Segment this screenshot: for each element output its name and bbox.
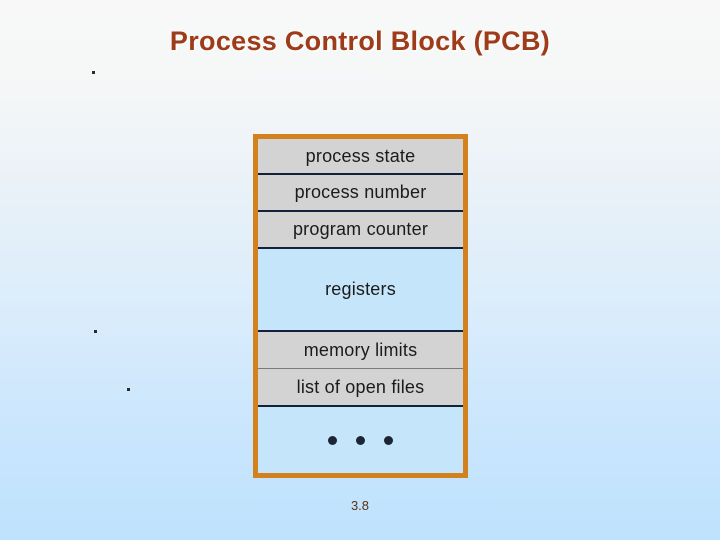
pcb-row-label: registers	[325, 279, 396, 299]
pcb-row-list-of-open-files: list of open files	[258, 369, 463, 407]
pcb-row-label: process number	[294, 182, 427, 202]
bullet-dot-artifact	[94, 330, 97, 333]
pcb-row-label: program counter	[292, 219, 429, 239]
ellipsis-dot-icon	[328, 435, 337, 445]
pcb-row-registers: registers	[258, 249, 463, 332]
pcb-row-process-state: process state	[258, 139, 463, 175]
ellipsis-dot-icon	[356, 435, 365, 445]
pcb-row-process-number: process number	[258, 175, 463, 212]
pcb-row-label: memory limits	[303, 339, 418, 360]
pcb-row-ellipsis	[258, 407, 463, 473]
bullet-dot-artifact	[92, 71, 95, 74]
page-number: 3.8	[350, 498, 370, 513]
ellipsis-dot-icon	[384, 435, 393, 445]
pcb-row-program-counter: program counter	[258, 212, 463, 249]
pcb-diagram: process state process number program cou…	[253, 134, 468, 478]
pcb-row-label: process state	[305, 145, 416, 166]
pcb-row-label: list of open files	[296, 376, 425, 397]
page-title: Process Control Block (PCB)	[169, 26, 551, 56]
bullet-dot-artifact	[127, 388, 130, 391]
pcb-row-memory-limits: memory limits	[258, 332, 463, 369]
